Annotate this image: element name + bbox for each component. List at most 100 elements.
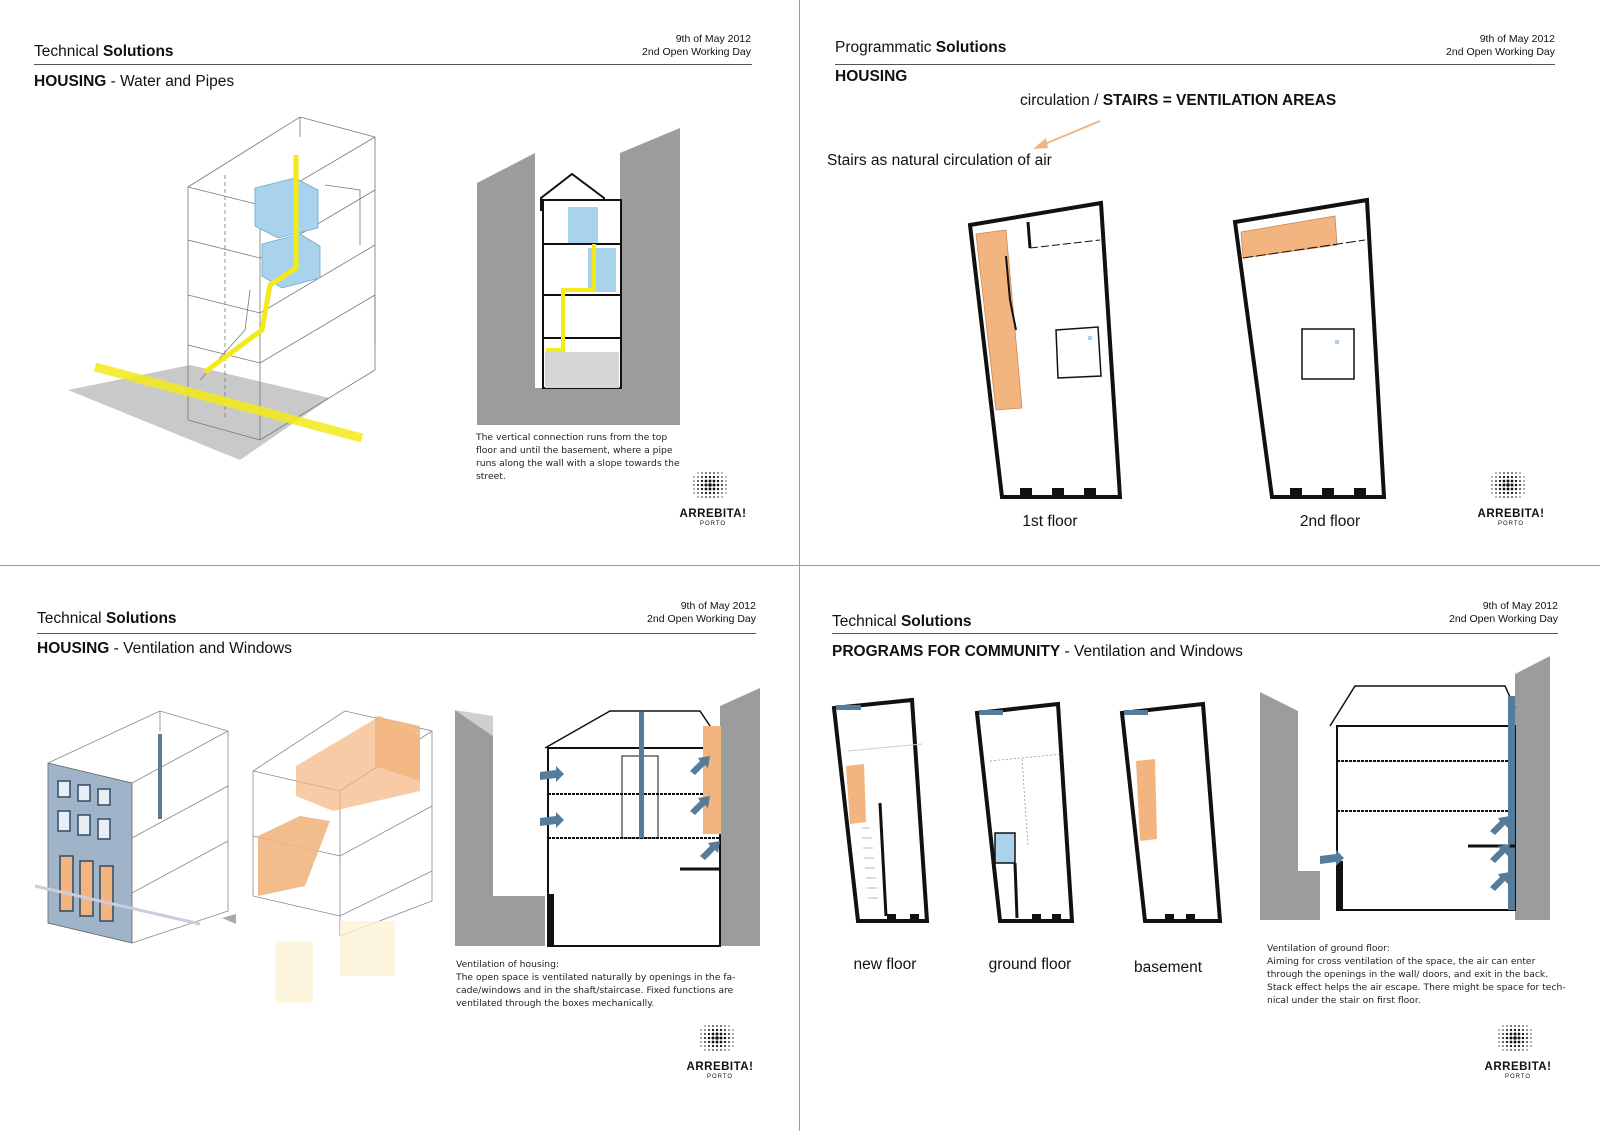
logo-dot-icon — [693, 472, 727, 498]
caption-line: Aiming for cross ventilation of the spac… — [1267, 956, 1536, 967]
logo-name: ARREBITA! — [1477, 508, 1545, 520]
floor-label-new: new floor — [853, 956, 917, 973]
plan-2nd-floor — [1232, 197, 1387, 499]
floor-plans — [967, 120, 1387, 499]
caption-line: cade/windows and in the shaft/staircase.… — [456, 985, 734, 996]
building-wireframe — [187, 116, 376, 441]
circulation-light: circulation / — [1020, 92, 1103, 109]
logo-city: PORTO — [706, 1074, 734, 1080]
subtitle-rest: - Ventilation and Windows — [1060, 643, 1243, 660]
building-section — [477, 128, 680, 425]
vertical-pipe — [203, 155, 299, 375]
panel-subtitle: HOUSING - Ventilation and Windows — [37, 640, 292, 658]
event-text: 2nd Open Working Day — [1446, 46, 1555, 58]
date-text: 9th of May 2012 — [1479, 33, 1555, 45]
figure-caption: Ventilation of housing: The open space i… — [456, 958, 756, 1010]
axonometric-water-diagram — [68, 116, 680, 460]
axo-facade — [34, 710, 236, 944]
arrebita-logo: ARREBITA! PORTO — [1478, 1061, 1558, 1080]
panel-housing-ventilation: Technical Solutions 9th of May 2012 2nd … — [0, 566, 799, 1131]
panel-date: 9th of May 2012 2nd Open Working Day — [642, 33, 751, 59]
panel-subtitle: HOUSING — [835, 68, 908, 85]
panel-header-title: Technical Solutions — [34, 43, 174, 61]
axo-air-volumes — [252, 710, 433, 1003]
water-tank-upper — [254, 177, 319, 239]
subtitle-rest: - Water and Pipes — [106, 73, 235, 90]
plan-new-floor — [831, 697, 930, 923]
logo-name: ARREBITA! — [686, 1061, 754, 1073]
arrebita-logo: ARREBITA! PORTO — [673, 508, 753, 527]
subtitle-bold: HOUSING — [34, 73, 107, 90]
header-rule — [832, 633, 1558, 634]
caption-line: The open space is ventilated naturally b… — [456, 972, 736, 983]
date-text: 9th of May 2012 — [1482, 600, 1558, 612]
logo-name: ARREBITA! — [679, 508, 747, 520]
panel-header-title: Technical Solutions — [37, 610, 177, 628]
subtitle-bold: PROGRAMS FOR COMMUNITY — [832, 643, 1061, 660]
floor-label-2nd: 2nd floor — [1299, 513, 1361, 530]
logo-city: PORTO — [1497, 521, 1525, 527]
ground-plane — [68, 365, 330, 460]
figure-caption: Ventilation of ground floor: Aiming for … — [1267, 942, 1567, 1007]
caption-line: Ventilation of housing: — [456, 959, 560, 970]
plan-1st-floor — [967, 200, 1123, 499]
header-rule — [835, 64, 1555, 65]
community-plans — [831, 656, 1550, 923]
floor-label-1st: 1st floor — [1022, 513, 1078, 530]
arrebita-logo: ARREBITA! PORTO — [1471, 508, 1551, 527]
title-light: Programmatic — [835, 39, 932, 56]
logo-city: PORTO — [1504, 1074, 1532, 1080]
circulation-bold: STAIRS = VENTILATION AREAS — [1102, 92, 1337, 109]
water-tank-lower — [261, 233, 321, 289]
ventilation-section — [455, 688, 760, 947]
logo-name: ARREBITA! — [1484, 1061, 1552, 1073]
caption-line: ventilated through the boxes mechanicall… — [456, 998, 655, 1009]
title-light: Technical — [34, 43, 99, 60]
title-bold: Solutions — [935, 39, 1007, 56]
panel-date: 9th of May 2012 2nd Open Working Day — [1446, 33, 1555, 59]
pointer-arrow — [1033, 120, 1101, 149]
plan-ground-floor — [974, 701, 1075, 923]
horizontal-divider — [0, 565, 1600, 566]
title-bold: Solutions — [900, 613, 972, 630]
caption-line: through the openings in the wall/ doors,… — [1267, 969, 1549, 980]
date-text: 9th of May 2012 — [675, 33, 751, 45]
panel-water-and-pipes: Technical Solutions 9th of May 2012 2nd … — [0, 0, 799, 565]
logo-dot-icon — [1491, 472, 1525, 498]
date-text: 9th of May 2012 — [680, 600, 756, 612]
panel-header-title: Technical Solutions — [832, 613, 972, 631]
logo-dot-icon — [1498, 1025, 1532, 1051]
event-text: 2nd Open Working Day — [1449, 613, 1558, 625]
subtitle-rest: - Ventilation and Windows — [109, 640, 292, 657]
caption-line: Ventilation of ground floor: — [1267, 943, 1390, 954]
street-pipe — [93, 362, 364, 443]
panel-date: 9th of May 2012 2nd Open Working Day — [647, 600, 756, 626]
stairs-note: Stairs as natural circulation of air — [827, 152, 1052, 169]
ventilation-diagrams — [34, 688, 760, 1003]
panel-date: 9th of May 2012 2nd Open Working Day — [1449, 600, 1558, 626]
title-light: Technical — [832, 613, 897, 630]
caption-line: Stack effect helps the air escape. There… — [1267, 982, 1566, 993]
floor-label-ground: ground floor — [988, 956, 1072, 973]
header-rule — [34, 64, 752, 65]
plan-basement — [1119, 701, 1223, 923]
panel-programmatic-housing: Programmatic Solutions 9th of May 2012 2… — [800, 0, 1599, 565]
circulation-heading: circulation / STAIRS = VENTILATION AREAS — [1020, 92, 1336, 110]
panel-community-ventilation: Technical Solutions 9th of May 2012 2nd … — [800, 566, 1599, 1131]
floor-label-basement: basement — [1133, 959, 1203, 976]
event-text: 2nd Open Working Day — [647, 613, 756, 625]
arrebita-logo: ARREBITA! PORTO — [680, 1061, 760, 1080]
community-section — [1260, 656, 1550, 920]
title-bold: Solutions — [102, 43, 174, 60]
panel-subtitle: PROGRAMS FOR COMMUNITY - Ventilation and… — [832, 643, 1243, 661]
event-text: 2nd Open Working Day — [642, 46, 751, 58]
caption-line: nical under the stair on first floor. — [1267, 995, 1421, 1006]
title-light: Technical — [37, 610, 102, 627]
logo-city: PORTO — [699, 521, 727, 527]
panel-header-title: Programmatic Solutions — [835, 39, 1006, 57]
subtitle-bold: HOUSING — [37, 640, 110, 657]
figure-caption: The vertical connection runs from the to… — [476, 432, 680, 482]
logo-dot-icon — [700, 1025, 734, 1051]
title-bold: Solutions — [105, 610, 177, 627]
panel-subtitle: HOUSING - Water and Pipes — [34, 73, 234, 91]
